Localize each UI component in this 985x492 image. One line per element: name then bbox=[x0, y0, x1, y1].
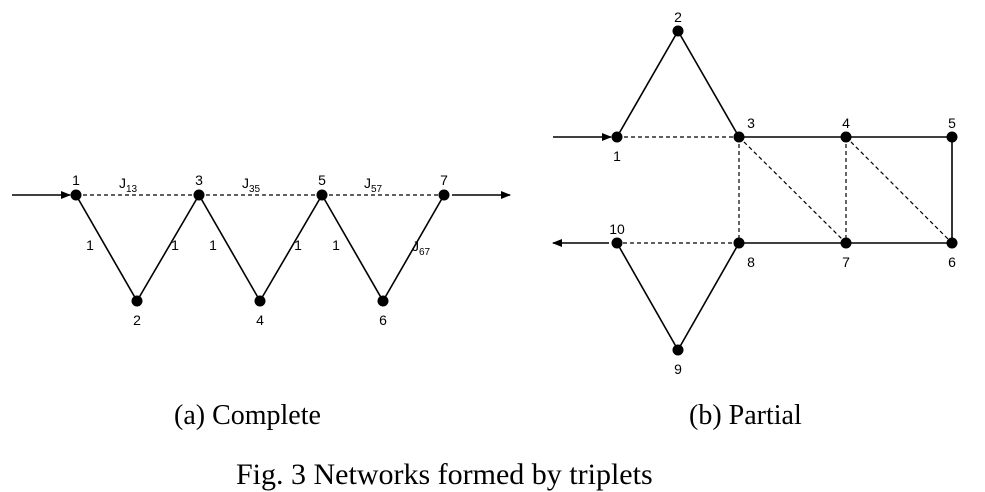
node-label-3: 3 bbox=[195, 172, 203, 188]
node-label-2: 2 bbox=[674, 9, 682, 25]
edge-1-2 bbox=[616, 30, 679, 138]
edge-3-4 bbox=[198, 194, 261, 302]
node-label-10: 10 bbox=[609, 221, 625, 237]
edge-label-5-7: J57 bbox=[364, 175, 383, 195]
edge-9-10 bbox=[616, 242, 679, 351]
node-7 bbox=[438, 189, 450, 201]
node-5 bbox=[946, 131, 958, 143]
node-label-1: 1 bbox=[72, 172, 80, 188]
edge-label-3-4: 1 bbox=[209, 237, 217, 253]
edge-label-3-5: J35 bbox=[242, 175, 261, 195]
node-label-6: 6 bbox=[379, 312, 387, 328]
node-1 bbox=[611, 131, 623, 143]
edge-8-9 bbox=[677, 242, 740, 351]
edge-1-2 bbox=[75, 194, 138, 302]
node-label-1: 1 bbox=[613, 148, 621, 164]
node-2 bbox=[672, 25, 684, 37]
edge-label-1-2: 1 bbox=[86, 237, 94, 253]
node-label-7: 7 bbox=[842, 254, 850, 270]
node-6 bbox=[946, 237, 958, 249]
node-3 bbox=[193, 189, 205, 201]
node-label-9: 9 bbox=[674, 361, 682, 377]
edge-label-2-3: 1 bbox=[171, 237, 179, 253]
edge-4-6 bbox=[845, 136, 953, 244]
caption-partial: (b) Partial bbox=[689, 400, 802, 431]
node-label-5: 5 bbox=[948, 115, 956, 131]
node-8 bbox=[733, 237, 745, 249]
edge-4-5 bbox=[259, 194, 323, 302]
node-3 bbox=[733, 131, 745, 143]
node-4 bbox=[254, 295, 266, 307]
node-5 bbox=[316, 189, 328, 201]
node-label-7: 7 bbox=[440, 172, 448, 188]
edge-2-3 bbox=[677, 30, 740, 138]
node-1 bbox=[70, 189, 82, 201]
edge-label-1-3: J13 bbox=[119, 175, 138, 195]
node-label-3: 3 bbox=[747, 115, 755, 131]
edge-label-6-7: J67 bbox=[412, 238, 431, 258]
node-label-8: 8 bbox=[747, 254, 755, 270]
node-6 bbox=[377, 295, 389, 307]
edge-5-6 bbox=[321, 194, 384, 302]
edge-label-4-5: 1 bbox=[294, 237, 302, 253]
node-2 bbox=[131, 295, 143, 307]
edge-label-5-6: 1 bbox=[332, 237, 340, 253]
node-label-4: 4 bbox=[256, 312, 264, 328]
edge-3-7 bbox=[738, 136, 847, 244]
edge-2-3 bbox=[136, 194, 200, 302]
node-label-6: 6 bbox=[948, 254, 956, 270]
node-label-4: 4 bbox=[842, 115, 850, 131]
figure-title: Fig. 3 Networks formed by triplets bbox=[236, 458, 653, 491]
node-label-5: 5 bbox=[318, 172, 326, 188]
node-4 bbox=[840, 131, 852, 143]
node-10 bbox=[611, 237, 623, 249]
edge-6-7 bbox=[382, 194, 445, 302]
caption-complete: (a) Complete bbox=[174, 400, 321, 431]
panel-partial-network: 1 2 3 4 5 6 7 8 9 10 bbox=[552, 9, 958, 377]
node-7 bbox=[840, 237, 852, 249]
node-9 bbox=[672, 344, 684, 356]
node-label-2: 2 bbox=[133, 312, 141, 328]
